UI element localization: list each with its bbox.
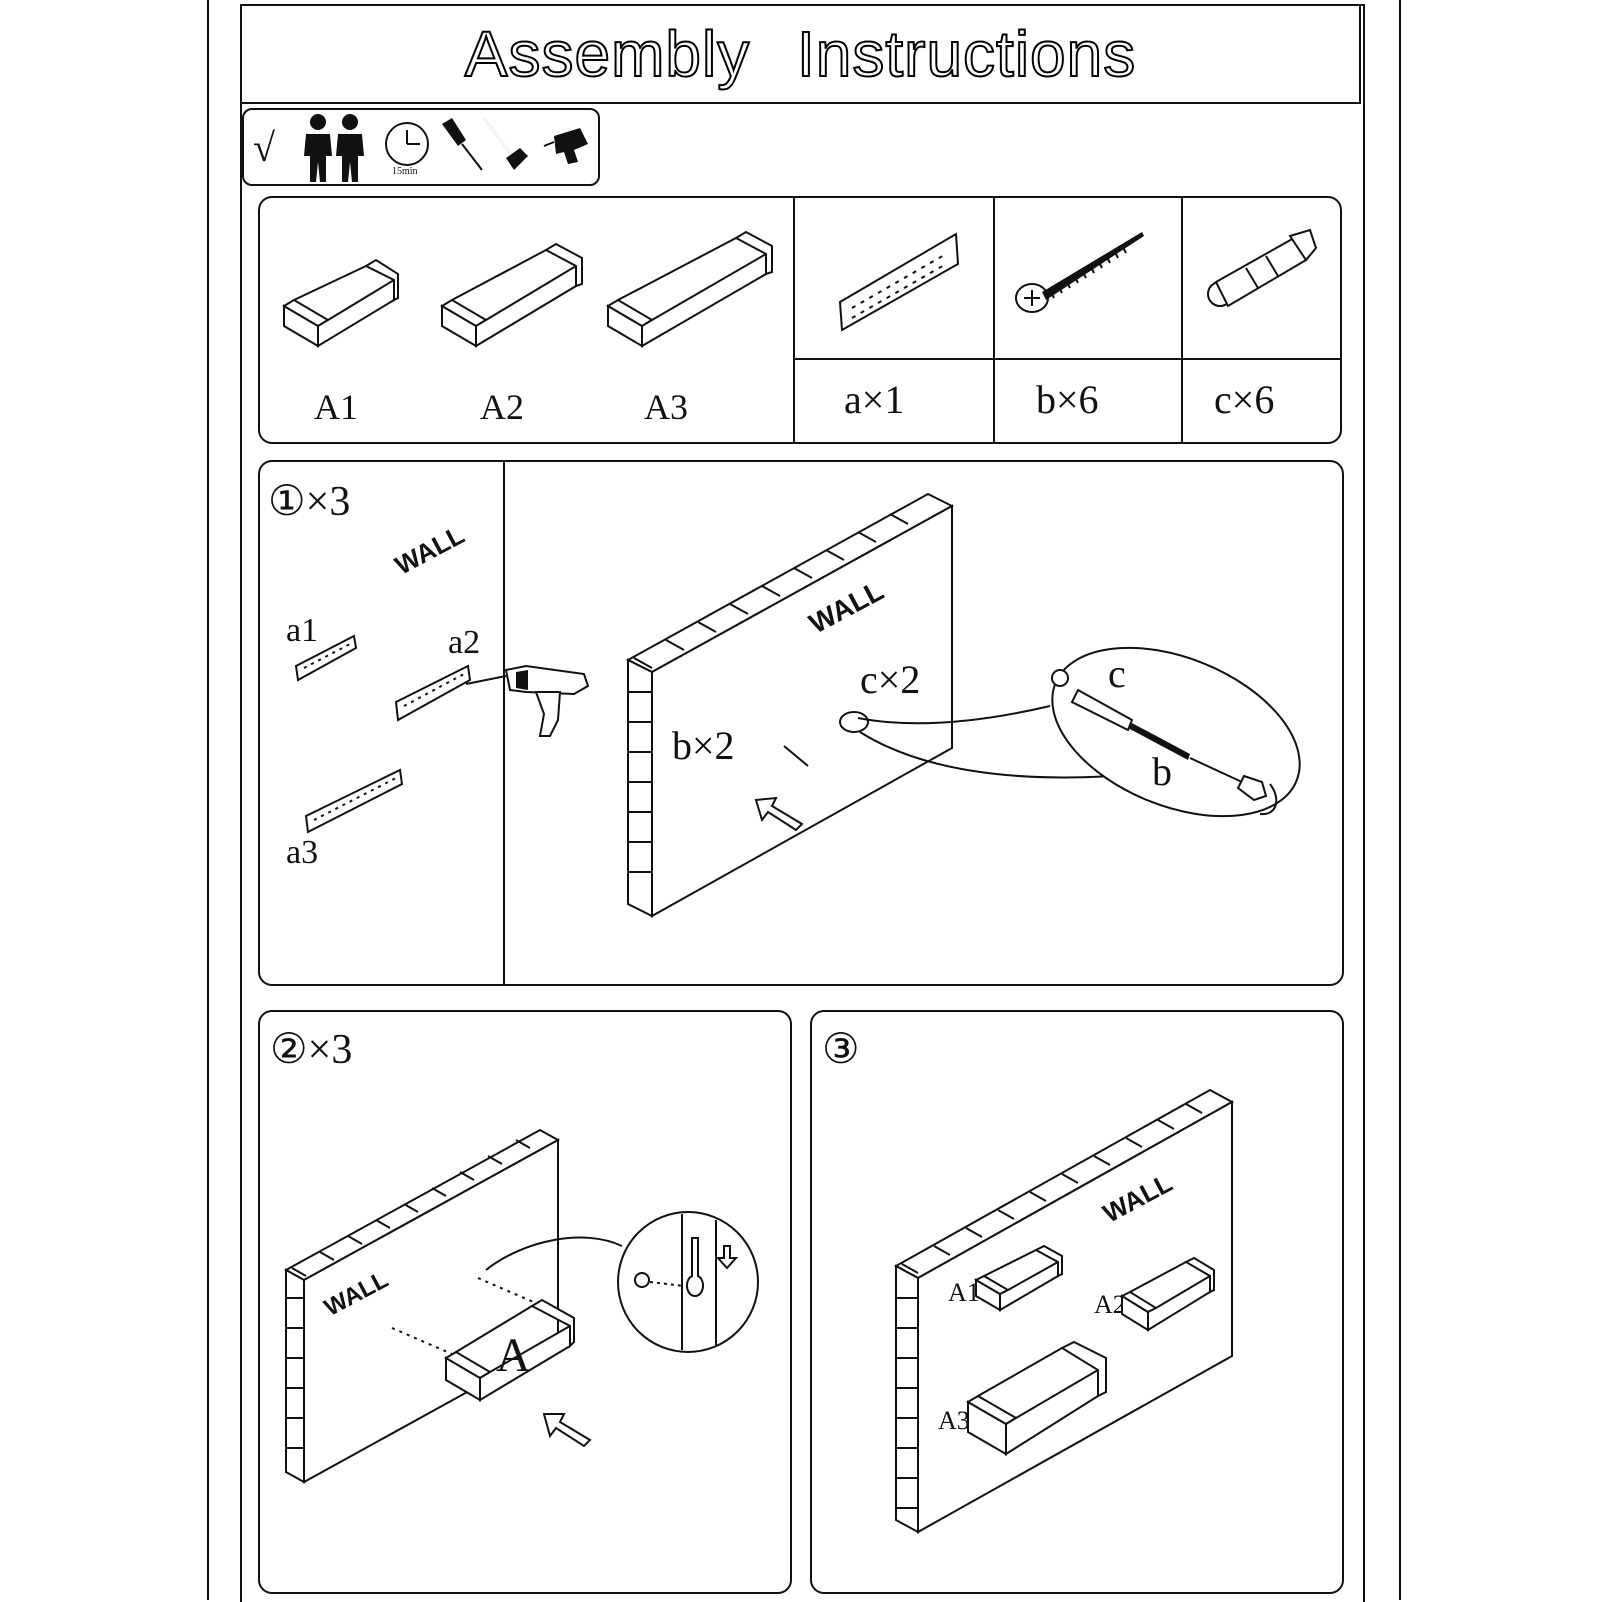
hardware-label-c: c×6 xyxy=(1214,377,1275,422)
step1-hole-and-arrow xyxy=(754,711,869,832)
bracket-a1-drawing xyxy=(294,634,358,682)
shelf-a1-drawing xyxy=(282,258,399,348)
step3-shelf-label-a2: A2 xyxy=(1094,1290,1126,1319)
step2-shelf-drawing xyxy=(391,1277,575,1402)
check-icon: √ xyxy=(253,125,275,170)
bracket-label-a2: a2 xyxy=(448,624,481,661)
step1-divider xyxy=(503,460,505,986)
page-title: Assembly Instructions xyxy=(464,17,1137,91)
screwdriver-icon xyxy=(442,118,483,171)
shelf-label-a1: A1 xyxy=(314,387,358,427)
step1-header: ①×3 xyxy=(268,479,351,525)
hardware-label-b: b×6 xyxy=(1036,377,1099,422)
step1-panel xyxy=(258,460,1344,986)
bracket-label-a1: a1 xyxy=(286,612,319,649)
bracket-strip-icon xyxy=(838,232,960,332)
bracket-a3-drawing xyxy=(304,768,404,834)
step1-anchor-qty: c×2 xyxy=(860,657,921,702)
step3-header: ③ xyxy=(822,1027,860,1073)
title-band: Assembly Instructions xyxy=(240,4,1361,104)
two-persons-icon xyxy=(304,114,364,182)
step2-header: ②×3 xyxy=(270,1027,353,1073)
step3-shelf-label-a3: A3 xyxy=(938,1406,970,1435)
screw-icon xyxy=(1015,232,1144,313)
shelf-label-a2: A2 xyxy=(480,387,524,427)
step3-panel xyxy=(810,1010,1344,1594)
parts-panel xyxy=(258,196,1342,444)
wall-anchor-icon xyxy=(1207,228,1318,308)
step1-wall-drawing xyxy=(625,492,955,918)
clock-icon xyxy=(385,122,429,166)
step3-shelf-a2 xyxy=(1119,1256,1215,1332)
step1-screw-qty: b×2 xyxy=(672,723,735,768)
step3-shelf-a3 xyxy=(966,1340,1107,1456)
step1-detail-c: c xyxy=(1108,651,1126,696)
shelf-label-a3: A3 xyxy=(644,387,688,427)
step1-detail-callout xyxy=(857,646,1301,818)
timer-label: 15min xyxy=(392,166,418,177)
step2-wall-drawing xyxy=(283,1128,561,1484)
shelf-a2-drawing xyxy=(440,242,583,348)
parts-grid-lines xyxy=(793,196,1342,444)
step1-detail-b: b xyxy=(1152,749,1172,794)
tools-box xyxy=(242,108,600,186)
drill-drawing xyxy=(465,664,590,737)
step2-push-arrow xyxy=(542,1413,592,1448)
hardware-label-a: a×1 xyxy=(844,377,905,422)
bracket-a2-drawing xyxy=(394,664,472,722)
shelf-a3-drawing xyxy=(606,230,773,348)
hammer-icon xyxy=(483,117,528,170)
bracket-label-a3: a3 xyxy=(286,834,319,871)
drill-icon xyxy=(543,128,588,164)
step3-shelf-label-a1: A1 xyxy=(948,1278,980,1307)
step2-panel xyxy=(258,1010,792,1594)
step2-keyhole-callout xyxy=(485,1211,759,1353)
instruction-sheet xyxy=(207,0,1401,1600)
step2-shelf-label: A xyxy=(496,1329,531,1382)
step3-shelf-a1 xyxy=(973,1244,1063,1312)
